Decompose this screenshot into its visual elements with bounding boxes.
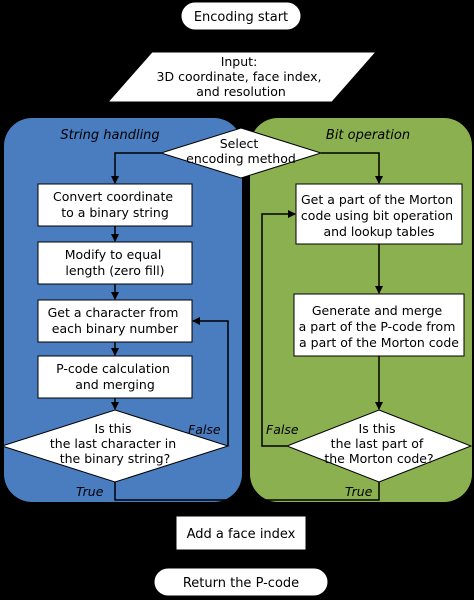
step-generate-pcode-label: Generate and merge a part of the P-code … — [299, 303, 460, 350]
step-morton-part-label: Get a part of the Morton code using bit … — [301, 192, 457, 239]
step-zero-fill-label: Modify to equal length (zero fill) — [65, 247, 166, 278]
add-face-index-label: Add a face index — [187, 527, 296, 542]
string-true-label: True — [76, 484, 104, 499]
encoding-start-label: Encoding start — [194, 10, 288, 25]
return-pcode-label: Return the P-code — [183, 576, 299, 591]
return-pcode-terminal — [153, 567, 329, 597]
select-method-label: Select encoding method — [186, 136, 296, 166]
step-convert-coordinate-label: Convert coordinate to a binary string — [53, 189, 177, 220]
arrow-string-true — [114, 482, 232, 516]
bit-false-label: False — [266, 422, 299, 437]
step-get-character — [37, 299, 193, 343]
last-part-decision-label: Is this the last part of the Morton code… — [324, 421, 433, 466]
last-character-decision-label: Is this the last character in the binary… — [50, 421, 180, 466]
arrow-select-to-string — [111, 152, 161, 184]
step-zero-fill — [37, 241, 193, 285]
step-pcode-calculation — [37, 355, 193, 399]
select-method-decision — [159, 127, 323, 179]
arrow-select-to-bit — [321, 152, 383, 184]
arrow-string-false-loop — [192, 317, 229, 446]
input-label: Input: 3D coordinate, face index, and re… — [157, 54, 326, 99]
step-convert-coordinate — [37, 183, 193, 227]
step-get-character-label: Get a character from each binary number — [48, 305, 183, 336]
add-face-index-box — [175, 515, 307, 551]
bit-true-label: True — [345, 484, 373, 499]
bit-operation-title: Bit operation — [326, 128, 410, 143]
input-parallelogram — [106, 51, 378, 103]
step-generate-pcode — [293, 293, 465, 357]
string-handling-title: String handling — [60, 128, 159, 143]
arrow-bit-false-loop — [261, 210, 296, 447]
step-morton-part — [295, 183, 463, 245]
step-pcode-calculation-label: P-code calculation and merging — [56, 361, 174, 392]
string-false-label: False — [188, 422, 221, 437]
arrow-bit-true — [250, 482, 380, 516]
